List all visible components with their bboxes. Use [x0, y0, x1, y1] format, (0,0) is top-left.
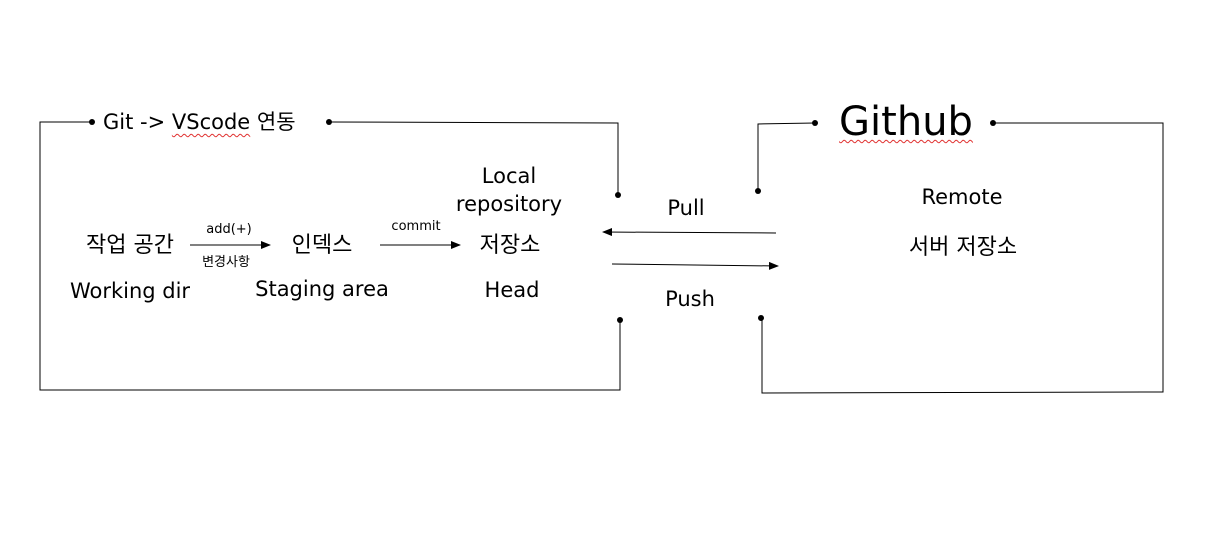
- push-label: Push: [665, 287, 715, 311]
- pull-arrow: [602, 228, 777, 237]
- server-repo-label: 서버 저장소: [908, 235, 1018, 260]
- local-box-outline: [39, 121, 621, 391]
- local-box-title: Git -> VScode 연동: [103, 112, 296, 133]
- github-title: Github: [839, 102, 973, 142]
- title-part-vscode: VScode: [171, 110, 251, 134]
- title-part-link: 연동: [256, 110, 296, 134]
- add-arrow-sublabel: 변경사항: [202, 255, 250, 270]
- title-part-git: Git ->: [103, 110, 166, 134]
- stage-index-english: Staging area: [255, 277, 389, 301]
- local-repo-label-line1: Local: [481, 164, 537, 188]
- stage-repo-korean: 저장소: [479, 233, 541, 258]
- github-title-text: Github: [839, 99, 973, 145]
- remote-box-outline: [757, 122, 1164, 394]
- local-box-dots: [89, 119, 623, 323]
- commit-arrow-label: commit: [391, 219, 441, 234]
- stage-repo-english: Head: [484, 278, 540, 302]
- stage-index-korean: 인덱스: [291, 233, 353, 258]
- stage-working-english: Working dir: [70, 281, 190, 302]
- stage-working-korean: 작업 공간: [86, 233, 174, 258]
- push-arrow: [611, 261, 779, 270]
- working-dir-label: Working dir: [69, 279, 191, 303]
- pull-label: Pull: [667, 196, 705, 220]
- add-arrow-label: add(+): [206, 222, 252, 237]
- remote-box-dots: [755, 120, 996, 321]
- local-repo-label-line2: repository: [455, 192, 563, 216]
- remote-label: Remote: [921, 185, 1003, 209]
